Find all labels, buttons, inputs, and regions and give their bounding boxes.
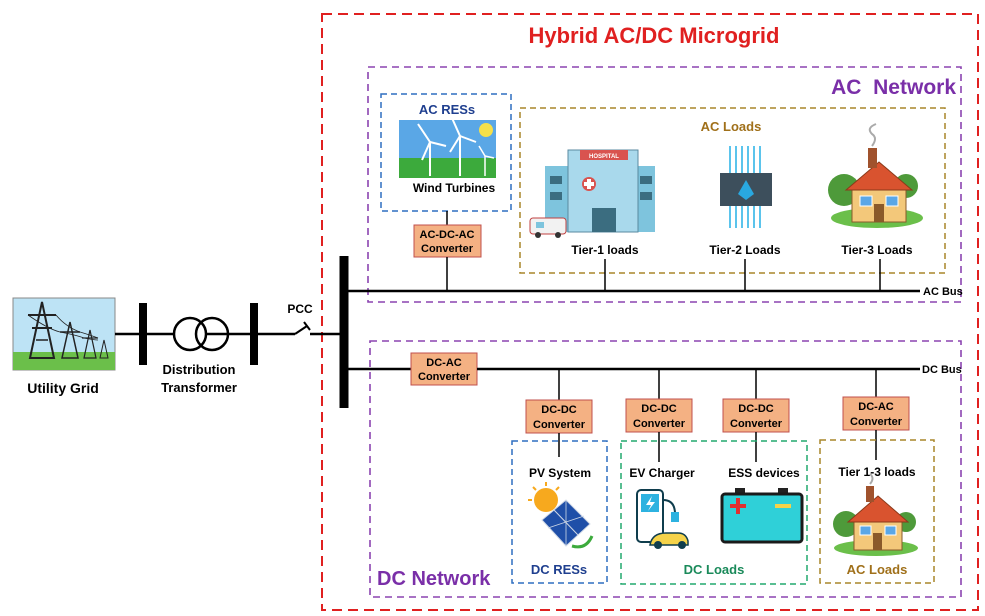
dc-loads-box <box>620 440 808 585</box>
microgrid-boundary <box>321 13 979 611</box>
wind-turbines-icon <box>399 117 496 178</box>
dc-dc-converter-ess-line1: DC-DC <box>738 403 773 415</box>
dc-network-label: DC Network <box>377 568 491 590</box>
ac-dc-ac-converter-line1: AC-DC-AC <box>420 229 475 241</box>
hospital-sign: HOSPITAL <box>589 154 619 160</box>
hospital-icon: HOSPITAL <box>529 149 655 238</box>
transformer-busbar <box>250 303 258 365</box>
dc-network-boundary <box>369 340 962 598</box>
dc-dc-converter-ess-line2: Converter <box>730 418 783 430</box>
pcc-switch <box>294 321 340 336</box>
battery-icon <box>720 488 804 544</box>
transformer-label-line2: Transformer <box>161 380 237 395</box>
transformer-icon <box>172 316 230 352</box>
tier1-label: Tier-1 loads <box>571 243 638 257</box>
dc-dc-converter-pv-line2: Converter <box>533 419 586 431</box>
ac-res-title: AC RESs <box>419 102 475 117</box>
ac-network-boundary <box>367 66 962 303</box>
wind-turbines-label: Wind Turbines <box>413 181 496 195</box>
ess-devices-label: ESS devices <box>728 466 800 480</box>
dc-ac-converter-loads <box>842 396 910 431</box>
ev-charger-icon <box>636 489 689 549</box>
house-icon-ac <box>828 123 923 228</box>
dc-ac-main-converter <box>410 352 478 386</box>
ac-dc-ac-converter <box>413 224 482 258</box>
tier2-label: Tier-2 Loads <box>709 243 780 257</box>
dc-res-box <box>511 440 608 584</box>
ac-loads-box <box>519 107 946 274</box>
pv-panel-icon <box>528 482 594 549</box>
dc-dc-converter-pv-line1: DC-DC <box>541 404 576 416</box>
ac-res-box <box>380 93 512 212</box>
pv-system-label: PV System <box>529 466 591 480</box>
microgrid-title: Hybrid AC/DC Microgrid <box>529 23 780 48</box>
dc-dc-converter-pv <box>525 399 593 434</box>
dc-loads-title: DC Loads <box>684 562 745 577</box>
dc-ac-main-converter-line1: DC-AC <box>426 357 461 369</box>
pcc-label: PCC <box>287 302 313 316</box>
house-icon-dc <box>833 473 918 556</box>
dc-res-title: DC RESs <box>531 562 587 577</box>
data-center-icon <box>720 146 772 228</box>
ac-dc-ac-converter-line2: Converter <box>421 243 474 255</box>
utility-grid-label: Utility Grid <box>27 380 99 396</box>
transformer-label-line1: Distribution <box>163 362 236 377</box>
tier3-label: Tier-3 Loads <box>841 243 912 257</box>
dc-bus-label: DC Bus <box>922 364 962 376</box>
dc-side-ac-loads-title: AC Loads <box>847 562 908 577</box>
ac-network-label: AC Network <box>831 76 956 99</box>
ev-charger-label: EV Charger <box>629 466 695 480</box>
dc-side-ac-loads-box <box>819 439 935 584</box>
dc-ac-converter-loads-line2: Converter <box>850 416 903 428</box>
grid-busbar <box>139 303 147 365</box>
dc-dc-converter-ev-line2: Converter <box>633 418 686 430</box>
dc-dc-converter-ev <box>625 398 693 433</box>
ac-loads-title: AC Loads <box>701 119 762 134</box>
utility-grid-icon <box>12 297 116 371</box>
ac-bus-label: AC Bus <box>923 286 963 298</box>
tier1-3-label: Tier 1-3 loads <box>838 465 915 479</box>
dc-ac-converter-loads-line1: DC-AC <box>858 401 893 413</box>
dc-dc-converter-ev-line1: DC-DC <box>641 403 676 415</box>
dc-ac-main-converter-line2: Converter <box>418 371 471 383</box>
